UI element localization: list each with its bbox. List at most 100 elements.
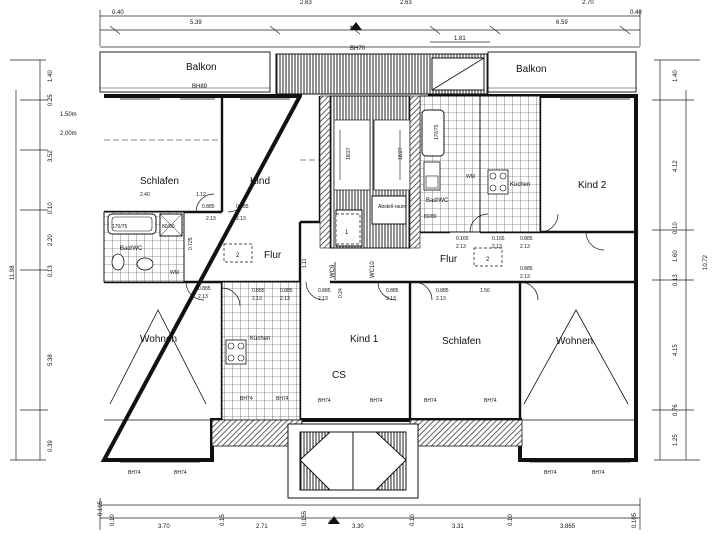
dimensions-bottom: 0.105 0.10 3.70 0.15 2.71 0.155 3.30 0.1…	[98, 500, 638, 530]
bh70-label: BH70	[350, 46, 366, 52]
door-label-15: 2.13	[436, 296, 446, 302]
bh89-label: BH89	[192, 84, 208, 90]
bad-wc-right-label: Bad/WC	[426, 198, 449, 204]
dim-left-1: 0.25	[48, 94, 54, 106]
roof-outlines	[109, 309, 629, 405]
door-label-20: 0.165	[456, 236, 469, 242]
dim-top-6: 0.40	[630, 10, 642, 16]
stair-left-label: 18/27	[346, 147, 352, 160]
dim-right-4: 0.13	[673, 274, 679, 286]
dim-bottom-7: 0.10	[410, 514, 416, 526]
line-20m-label: 2.00m	[60, 131, 77, 137]
door-label-5: 2.13	[198, 294, 208, 300]
door-label-17: 2.13	[520, 274, 530, 280]
dim-right-6: 0.76	[673, 404, 679, 416]
dim-bottom-2: 3.70	[158, 524, 170, 530]
bh74-label-j: BH74	[592, 470, 605, 476]
handwritten-scribble: CS	[332, 370, 346, 381]
door-swings	[185, 193, 605, 307]
wc9-label: WC9	[330, 264, 336, 278]
door-label-18: 0.885	[520, 236, 533, 242]
dim-bottom-3: 0.15	[220, 514, 226, 526]
dim-bottom-8: 3.31	[452, 524, 464, 530]
dim-right-1: 4.12	[673, 160, 679, 172]
bh74-label-i: BH74	[544, 470, 557, 476]
door-label-27: 2.40	[140, 192, 150, 198]
dim-right-7: 1.25	[673, 434, 679, 446]
dim-bottom-1: 0.10	[110, 514, 116, 526]
kind2-label: Kind 2	[578, 180, 607, 191]
hatched-walls	[211, 95, 523, 447]
door-label-6: 0.885	[252, 288, 265, 294]
wohnen-right-label: Wohnen	[556, 336, 593, 347]
schlafen-right-label: Schlafen	[442, 336, 481, 347]
balconies	[99, 51, 637, 93]
door-label-10: 0.885	[318, 288, 331, 294]
door-label-23: 2.13	[492, 244, 502, 250]
bh74-label-b: BH74	[276, 396, 289, 402]
stove-left-icon	[225, 339, 247, 365]
sink-right-icon	[423, 161, 441, 191]
bathtub-right-icon	[421, 109, 445, 157]
dim-top-4: 6.59	[556, 20, 568, 26]
dim-bottom-0: 0.105	[98, 500, 104, 516]
room-markers	[223, 213, 503, 267]
door-label-7: 2.13	[252, 296, 262, 302]
dim-bottom-5: 0.155	[302, 510, 308, 526]
door-label-4: 0.885	[198, 286, 211, 292]
center-number: 1	[345, 230, 349, 236]
door-label-9: 2.13	[280, 296, 290, 302]
door-label-26: 1.12	[196, 192, 206, 198]
dim-bottom-9: 0.10	[508, 514, 514, 526]
bh74-label-h: BH74	[174, 470, 187, 476]
dim-left-6: 5.38	[48, 354, 54, 366]
flur-right-label: Flur	[440, 254, 458, 265]
dim-bottom-10: 3.865	[560, 524, 576, 530]
bh74-label-d: BH74	[370, 398, 383, 404]
dim-right-2: 0.10	[673, 222, 679, 234]
schlafen-left-label: Schlafen	[140, 176, 179, 187]
flur-number-right: 2	[486, 257, 490, 263]
door-label-2: 0.885	[236, 204, 249, 210]
door-label-3: 2.13	[236, 216, 246, 222]
dimensions-top: 0.40 5.39 2.63 2.63 6.59 2.70 0.40 1.81	[112, 0, 642, 42]
wohnen-left-label: Wohnen	[140, 334, 177, 345]
dim-bottom-4: 2.71	[256, 524, 268, 530]
door-label-24: 0.725	[188, 237, 194, 250]
flur-number-left: 2	[236, 253, 240, 259]
bathtub-right-size: 170/75	[434, 124, 440, 140]
dim-bottom-11: 0.105	[632, 512, 638, 528]
dim-left-4: 2.20	[48, 234, 54, 246]
dim-top2-0: 1.81	[454, 36, 466, 42]
door-label-28: 1.11	[302, 258, 308, 268]
dim-right-3: 1.60	[673, 250, 679, 262]
dim-left-0: 1.40	[48, 70, 54, 82]
tiled-areas	[103, 95, 541, 421]
dimension-lines	[10, 10, 700, 530]
dim-left-5: 0.13	[48, 265, 54, 277]
wm-left-label: WM	[170, 270, 179, 276]
dim-top-1: 5.39	[190, 20, 202, 26]
entrance-stair	[287, 423, 419, 499]
flur-left-label: Flur	[264, 250, 282, 261]
dim-top-2: 2.63	[300, 0, 312, 6]
kuechen-right-label: Küchen	[510, 182, 530, 188]
dimensions-left: 1.40 0.25 3.52 0.10 2.20 0.13 5.38 0.39 …	[10, 70, 54, 452]
bh74-label-e: BH74	[424, 398, 437, 404]
bh74-label-g: BH74	[128, 470, 141, 476]
door-label-25: 1.56	[480, 288, 490, 294]
dimensions-right: 1.40 4.12 0.10 1.60 0.13 4.15 0.76 1.25 …	[673, 70, 709, 446]
dim-left-8: 11.98	[10, 265, 16, 280]
shower-left-icon	[159, 213, 183, 237]
kind1-label: Kind 1	[350, 334, 379, 345]
wm-right-label: WM	[466, 174, 475, 180]
door-labels: 0.885 2.13 0.885 2.13 0.885 2.13 0.885 2…	[140, 192, 533, 302]
kuechen-left-label: Küchen	[250, 336, 270, 342]
dim-right-5: 4.15	[673, 344, 679, 356]
bh74-label-f: BH74	[484, 398, 497, 404]
dim-top-0: 0.40	[112, 10, 124, 16]
dim-bottom-6: 3.30	[352, 524, 364, 530]
dim-right-0: 1.40	[673, 70, 679, 82]
bathtub-left-icon	[107, 213, 157, 235]
dim-left-7: 0.39	[48, 440, 54, 452]
